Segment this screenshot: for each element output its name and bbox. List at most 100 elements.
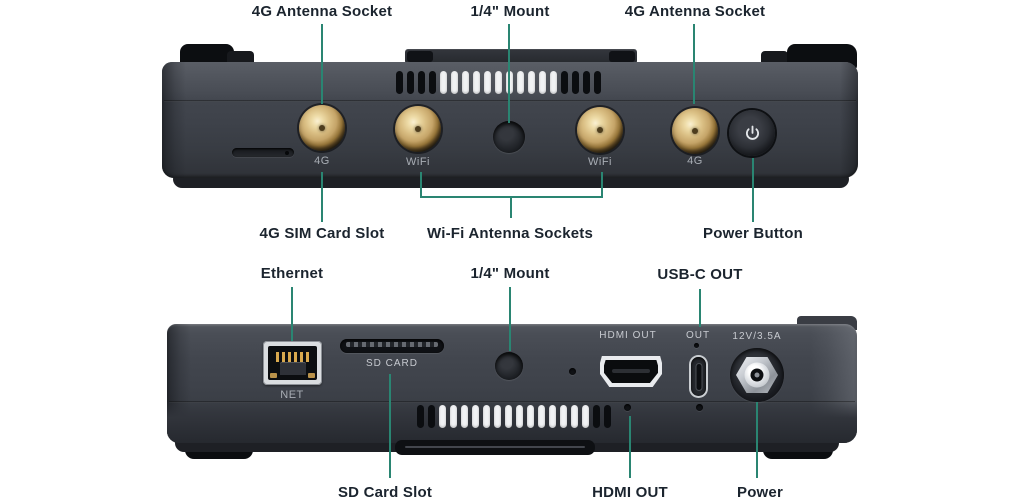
- right-side-face: [828, 62, 858, 178]
- vent-slot: [396, 71, 403, 94]
- callout-line-power: [756, 402, 758, 478]
- vent-slot: [494, 405, 501, 428]
- callout-line-quarter-mount-top: [508, 24, 510, 123]
- callout-line-usbc-out: [699, 289, 701, 327]
- vent-slot: [484, 71, 491, 94]
- bottom-panel-view: NET SD CARD HDMI OUT OUT 12V/3.5A: [167, 324, 857, 443]
- callout-line-wifi-left: [420, 172, 422, 198]
- vent-slot: [561, 71, 568, 94]
- vent-slot: [462, 71, 469, 94]
- vent-slot: [594, 71, 601, 94]
- port-label-hdmi-out: HDMI OUT: [599, 330, 657, 341]
- vent-slot: [572, 71, 579, 94]
- antenna-socket-4g-left: [299, 105, 345, 151]
- callout-label-power: Power: [736, 484, 784, 501]
- callout-label-4g-antenna-left: 4G Antenna Socket: [251, 3, 393, 20]
- quarter-inch-mount-hole-top: [493, 121, 525, 153]
- hdmi-port-inner: [604, 360, 658, 383]
- callout-label-ethernet: Ethernet: [260, 265, 324, 282]
- hdmi-port: [600, 356, 662, 387]
- callout-bracket-wifi: [420, 196, 603, 198]
- vent-slot: [582, 405, 589, 428]
- callout-label-sim-slot: 4G SIM Card Slot: [259, 225, 385, 242]
- callout-line-ethernet: [291, 287, 293, 341]
- vent-slot: [439, 405, 446, 428]
- vent-slot: [429, 71, 436, 94]
- vent-slot: [516, 405, 523, 428]
- antenna-socket-wifi-left: [395, 106, 441, 152]
- callout-line-sd-card-slot: [389, 374, 391, 478]
- top-mount-plate: [405, 49, 637, 64]
- port-label-usbc-out: OUT: [685, 330, 711, 341]
- ethernet-latch: [279, 362, 306, 375]
- vent-slot: [505, 405, 512, 428]
- vent-slot: [571, 405, 578, 428]
- screw-hole-left: [624, 404, 631, 411]
- vent-slot: [583, 71, 590, 94]
- callout-label-power-button: Power Button: [703, 225, 803, 242]
- vent-slot: [418, 71, 425, 94]
- callout-stem-wifi: [510, 198, 512, 218]
- callout-label-hdmi-out: HDMI OUT: [592, 484, 668, 501]
- usbc-indicator-hole: [694, 343, 699, 348]
- callout-label-quarter-mount-top: 1/4" Mount: [470, 3, 550, 20]
- callout-label-wifi-sockets: Wi-Fi Antenna Sockets: [426, 225, 594, 242]
- callout-line-4g-antenna-left: [321, 24, 323, 104]
- vent-slot: [527, 405, 534, 428]
- screw-hole-right: [696, 404, 703, 411]
- vent-slot: [407, 71, 414, 94]
- callout-line-hdmi-out: [629, 416, 631, 478]
- dc-power-jack: [730, 348, 784, 402]
- callout-label-sd-card-slot: SD Card Slot: [337, 484, 433, 501]
- vent-slot: [428, 405, 435, 428]
- vent-slot: [550, 71, 557, 94]
- vent-grille-bottom: [417, 405, 611, 428]
- vent-slot: [528, 71, 535, 94]
- antenna-socket-4g-right: [672, 108, 718, 154]
- vent-slot: [440, 71, 447, 94]
- vent-grille-top: [396, 71, 601, 94]
- callout-label-4g-antenna-right: 4G Antenna Socket: [624, 3, 766, 20]
- port-label-4g-left: 4G: [314, 155, 330, 167]
- port-label-power: 12V/3.5A: [732, 331, 782, 342]
- dc-jack-pin: [754, 372, 760, 378]
- port-label-net: NET: [280, 389, 304, 401]
- vent-slot: [451, 71, 458, 94]
- power-button: [729, 110, 775, 156]
- power-icon: [745, 125, 759, 140]
- port-label-wifi-right: WiFi: [588, 156, 612, 168]
- vent-slot: [473, 71, 480, 94]
- port-label-sd-card: SD CARD: [365, 358, 419, 369]
- vent-slot: [560, 405, 567, 428]
- antenna-socket-wifi-right: [577, 107, 623, 153]
- sim-card-slot: [232, 148, 294, 157]
- ethernet-pins: [276, 352, 309, 362]
- vent-slot: [495, 71, 502, 94]
- callout-label-usbc-out: USB-C OUT: [657, 266, 743, 283]
- reset-hole: [569, 368, 576, 375]
- port-label-4g-right: 4G: [687, 155, 703, 167]
- vent-slot: [450, 405, 457, 428]
- bottom-plate-slot: [395, 440, 595, 455]
- vent-slot: [539, 71, 546, 94]
- vent-slot: [417, 405, 424, 428]
- callout-line-4g-antenna-right: [693, 24, 695, 104]
- top-panel-view: 4G WiFi WiFi 4G: [162, 62, 858, 178]
- vent-slot: [472, 405, 479, 428]
- usb-c-port: [691, 357, 706, 396]
- vent-slot: [593, 405, 600, 428]
- ethernet-port: [263, 341, 322, 385]
- callout-line-wifi-right: [601, 172, 603, 198]
- panel-seam: [164, 100, 856, 102]
- callout-label-quarter-mount-bottom: 1/4" Mount: [470, 265, 550, 282]
- bottom-bevel: [167, 401, 857, 443]
- vent-slot: [549, 405, 556, 428]
- vent-slot: [604, 405, 611, 428]
- vent-slot: [461, 405, 468, 428]
- port-label-wifi-left: WiFi: [406, 156, 430, 168]
- panel-seam: [169, 401, 855, 403]
- callout-line-quarter-mount-bottom: [509, 287, 511, 351]
- vent-slot: [538, 405, 545, 428]
- callout-line-sim-slot: [321, 172, 323, 222]
